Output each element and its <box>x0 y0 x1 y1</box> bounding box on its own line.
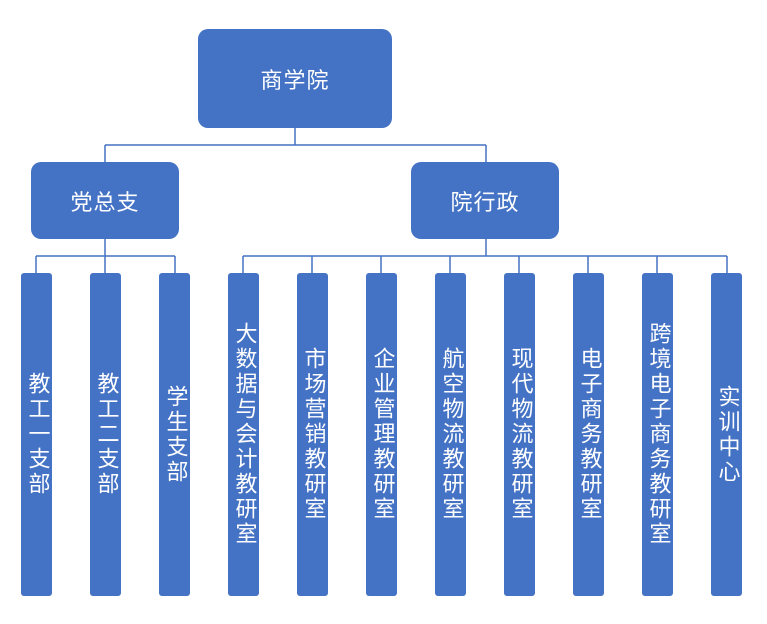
level2-label: 党总支 <box>70 190 140 216</box>
leaf-label: 教工二支部 <box>93 372 119 497</box>
root-node: 商学院 <box>198 29 392 128</box>
level2-node-admin: 院行政 <box>411 162 559 239</box>
leaf-node: 大数据与会计教研室 <box>228 273 259 596</box>
leaf-node: 学生支部 <box>159 273 190 596</box>
leaf-label: 现代物流教研室 <box>507 347 533 522</box>
leaf-label: 市场营销教研室 <box>300 347 326 522</box>
leaf-node: 跨境电子商务教研室 <box>642 273 673 596</box>
leaf-node: 企业管理教研室 <box>366 273 397 596</box>
leaf-label: 电子商务教研室 <box>576 347 602 522</box>
leaf-node: 教工一支部 <box>21 273 52 596</box>
leaf-label: 航空物流教研室 <box>438 347 464 522</box>
leaf-node: 实训中心 <box>711 273 742 596</box>
leaf-label: 实训中心 <box>714 384 740 485</box>
leaf-node: 教工二支部 <box>90 273 121 596</box>
leaf-node: 市场营销教研室 <box>297 273 328 596</box>
level2-node-party: 党总支 <box>31 162 179 239</box>
leaf-node: 现代物流教研室 <box>504 273 535 596</box>
level2-label: 院行政 <box>450 190 520 216</box>
leaf-node: 航空物流教研室 <box>435 273 466 596</box>
leaf-label: 学生支部 <box>162 384 188 485</box>
leaf-label: 教工一支部 <box>24 372 50 497</box>
leaf-label: 跨境电子商务教研室 <box>645 322 671 547</box>
leaf-label: 企业管理教研室 <box>369 347 395 522</box>
leaf-label: 大数据与会计教研室 <box>231 322 257 547</box>
leaf-node: 电子商务教研室 <box>573 273 604 596</box>
root-label: 商学院 <box>260 68 330 94</box>
